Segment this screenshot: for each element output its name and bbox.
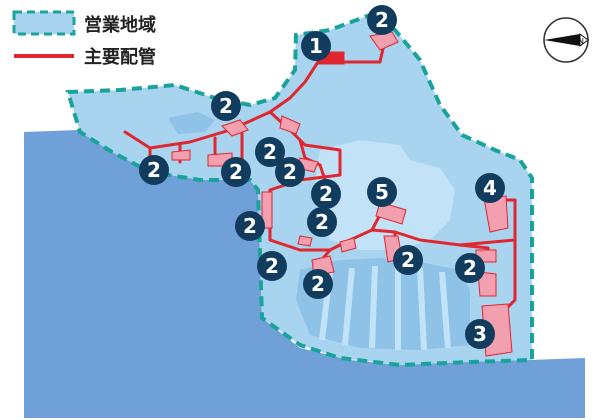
sea-area <box>24 130 585 418</box>
marker-2: 2 <box>393 245 423 275</box>
marker-1: 1 <box>301 31 331 61</box>
marker-2: 2 <box>311 179 341 209</box>
marker-2: 2 <box>303 269 333 299</box>
legend: 営業地域 主要配管 <box>12 10 156 68</box>
marker-2: 2 <box>275 157 305 187</box>
marker-2: 2 <box>221 157 251 187</box>
marker-5: 5 <box>367 177 397 207</box>
marker-label: 2 <box>243 214 257 238</box>
marker-label: 2 <box>147 158 161 182</box>
legend-service-area-swatch <box>12 10 76 36</box>
marker-4: 4 <box>475 173 505 203</box>
inner-lagoon <box>296 258 470 350</box>
marker-label: 2 <box>229 160 243 184</box>
marker-2: 2 <box>235 211 265 241</box>
marker-label: 1 <box>309 34 323 58</box>
marker-label: 2 <box>219 94 233 118</box>
markers: 1 2 2 2 2 2 2 2 2 2 2 2 2 2 2 3 4 5 <box>139 5 505 349</box>
marker-label: 2 <box>283 160 297 184</box>
compass-icon: N <box>543 17 589 63</box>
marker-label: 4 <box>483 176 497 200</box>
marker-2: 2 <box>367 5 397 35</box>
marker-label: 2 <box>401 248 415 272</box>
marker-label: 2 <box>311 272 325 296</box>
legend-service-area-label: 営業地域 <box>84 14 156 36</box>
marker-label: 2 <box>463 256 477 280</box>
marker-2: 2 <box>455 253 485 283</box>
marker-label: 3 <box>473 322 487 346</box>
marker-label: 5 <box>375 180 389 204</box>
legend-main-pipe-label: 主要配管 <box>84 46 156 68</box>
marker-2: 2 <box>139 155 169 185</box>
marker-label: 2 <box>263 140 277 164</box>
compass-label: N <box>578 37 584 46</box>
marker-3: 3 <box>465 319 495 349</box>
marker-label: 2 <box>319 182 333 206</box>
pond <box>168 112 215 134</box>
marker-2: 2 <box>307 207 337 237</box>
marker-2: 2 <box>257 251 287 281</box>
marker-label: 2 <box>375 8 389 32</box>
marker-label: 2 <box>265 254 279 278</box>
marker-2: 2 <box>211 91 241 121</box>
marker-2: 2 <box>255 137 285 167</box>
marker-label: 2 <box>315 210 329 234</box>
